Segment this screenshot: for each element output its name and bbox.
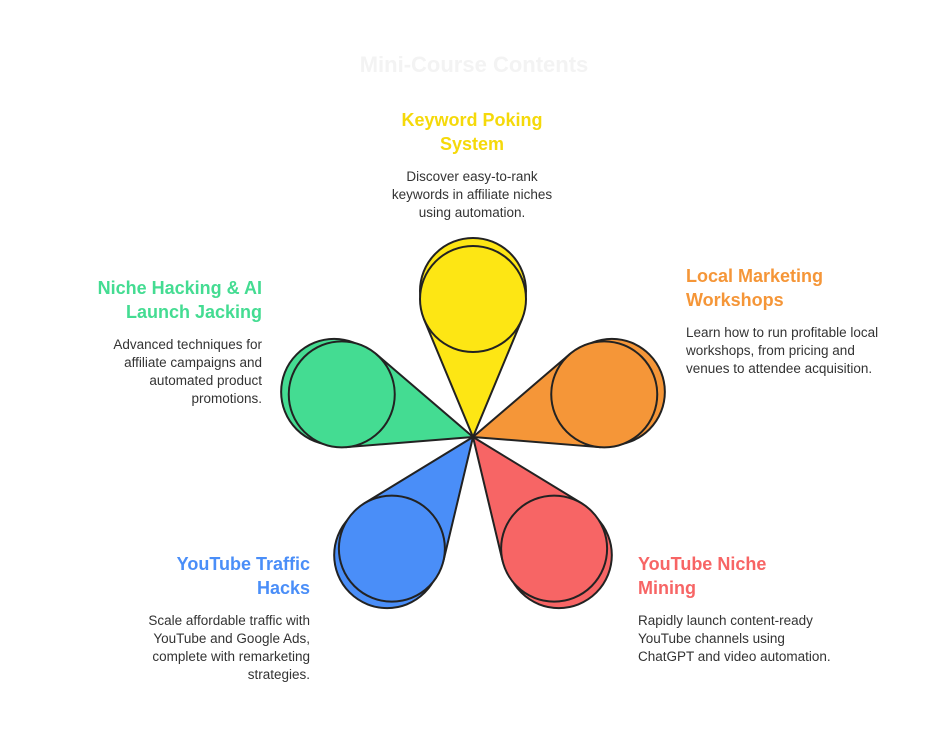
petal-inner-circle (287, 340, 396, 449)
item-desc: Rapidly launch content-ready YouTube cha… (638, 613, 831, 664)
petal-inner-circle (337, 494, 446, 603)
item-desc: Advanced techniques for affiliate campai… (113, 337, 262, 406)
petal-youtube-niche (472, 436, 613, 610)
item-title: YouTube Niche Mining (638, 554, 767, 598)
item-title: Local Marketing Workshops (686, 266, 824, 310)
item-title: Niche Hacking & AI Launch Jacking (97, 278, 262, 322)
item-title: Keyword Poking System (401, 110, 543, 154)
item-youtube-niche: YouTube Niche Mining Rapidly launch cont… (638, 552, 838, 666)
item-desc: Discover easy-to-rank keywords in affili… (391, 169, 553, 220)
petal-inner-circle (550, 340, 659, 449)
petal-inner-circle (419, 245, 527, 353)
diagram-title: Mini-Course Contents (359, 52, 589, 77)
petal-local-marketing (472, 337, 666, 449)
item-desc: Scale affordable traffic with YouTube an… (148, 613, 310, 682)
petal-keyword-poking (419, 237, 527, 438)
petal-inner-circle (500, 494, 609, 603)
petal-youtube-traffic (333, 436, 474, 610)
item-title: YouTube Traffic Hacks (176, 554, 310, 598)
petal-niche-hacking (280, 337, 474, 449)
item-local-marketing: Local Marketing Workshops Learn how to r… (686, 264, 886, 378)
item-youtube-traffic: YouTube Traffic Hacks Scale affordable t… (110, 552, 310, 684)
item-keyword-poking: Keyword Poking System Discover easy-to-r… (372, 108, 572, 222)
item-desc: Learn how to run profitable local worksh… (686, 325, 879, 376)
item-niche-hacking: Niche Hacking & AI Launch Jacking Advanc… (62, 276, 262, 408)
